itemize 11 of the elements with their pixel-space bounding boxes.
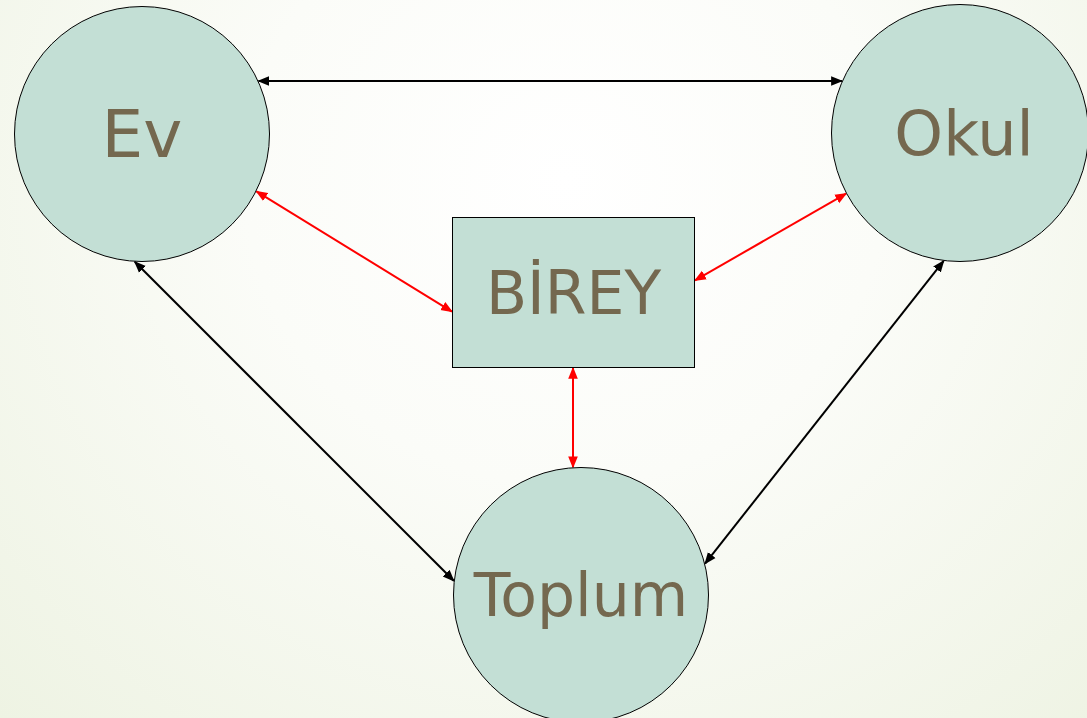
node-label: Toplum [473, 560, 689, 630]
double-arrow [257, 76, 844, 86]
double-arrow [568, 366, 578, 469]
node-label: Okul [894, 96, 1034, 170]
double-arrow [133, 260, 455, 582]
double-arrow [255, 190, 453, 313]
double-arrow [693, 192, 848, 282]
rectangle-node [452, 217, 695, 368]
double-arrow [704, 259, 945, 565]
node-label: BİREY [485, 257, 662, 328]
node-label: Ev [101, 95, 183, 173]
